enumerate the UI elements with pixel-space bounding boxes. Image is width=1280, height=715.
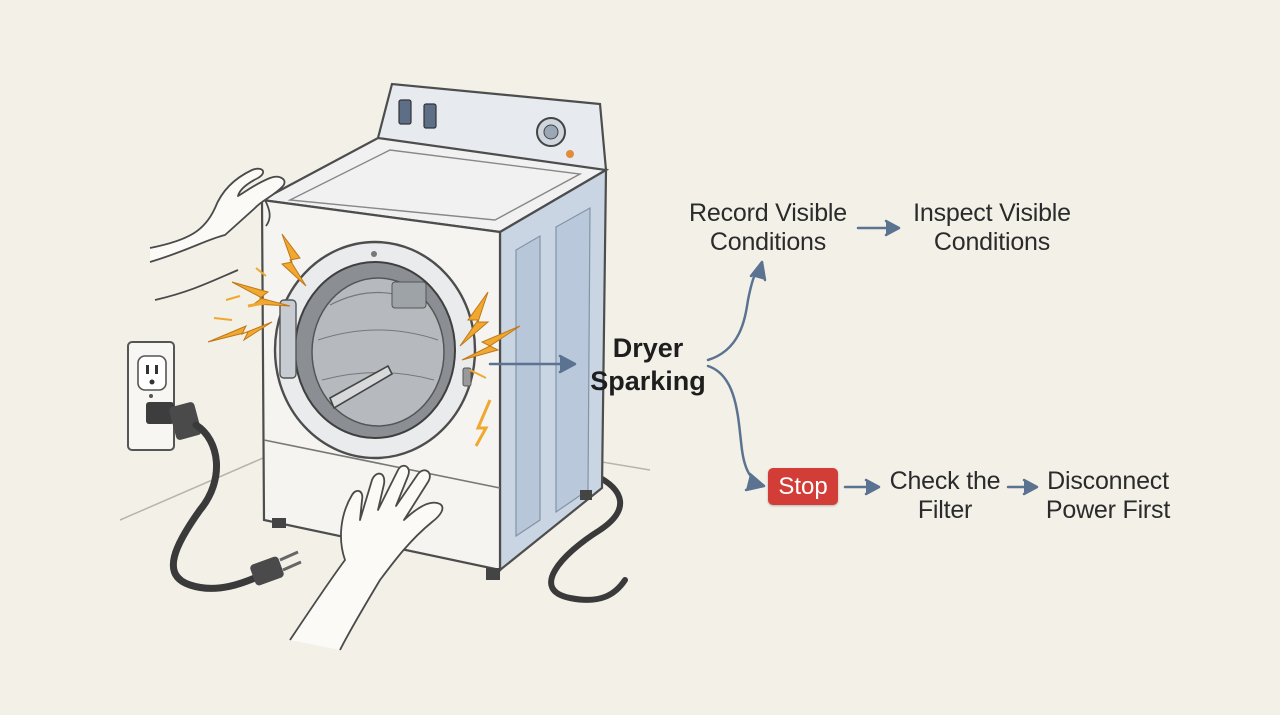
dryer <box>258 82 610 580</box>
stop-badge: Stop <box>768 468 838 505</box>
arrow-record-to-inspect <box>856 219 901 237</box>
node-line2: Filter <box>917 496 973 524</box>
arrow-center-to-record <box>706 260 767 362</box>
wall-outlet <box>127 341 175 451</box>
node-check-the-filter: Check the Filter <box>884 467 1006 525</box>
node-line1: Disconnect <box>1047 467 1169 495</box>
node-line2: Conditions <box>709 228 827 256</box>
node-line1: Check the <box>889 467 1001 495</box>
hands <box>149 167 444 651</box>
node-record-visible-conditions: Record Visible Conditions <box>684 199 852 257</box>
center-node-line2: Sparking <box>590 366 706 396</box>
arrow-dryer-to-center <box>488 354 577 374</box>
flow-arrows <box>488 219 1039 496</box>
node-line2: Power First <box>1045 496 1171 524</box>
node-line2: Conditions <box>933 228 1051 256</box>
center-node-dryer-sparking: Dryer Sparking <box>578 332 718 398</box>
node-line1: Inspect Visible <box>913 199 1071 227</box>
node-inspect-visible-conditions: Inspect Visible Conditions <box>906 199 1078 257</box>
node-disconnect-power-first: Disconnect Power First <box>1040 467 1176 525</box>
node-line1: Record Visible <box>689 199 847 227</box>
arrow-center-to-stop <box>706 364 766 492</box>
spark-bursts <box>207 233 521 447</box>
center-node-line1: Dryer <box>612 333 684 363</box>
arrow-check-to-disconnect <box>1006 478 1039 496</box>
arrow-stop-to-check <box>843 478 881 496</box>
power-cord <box>146 402 628 603</box>
